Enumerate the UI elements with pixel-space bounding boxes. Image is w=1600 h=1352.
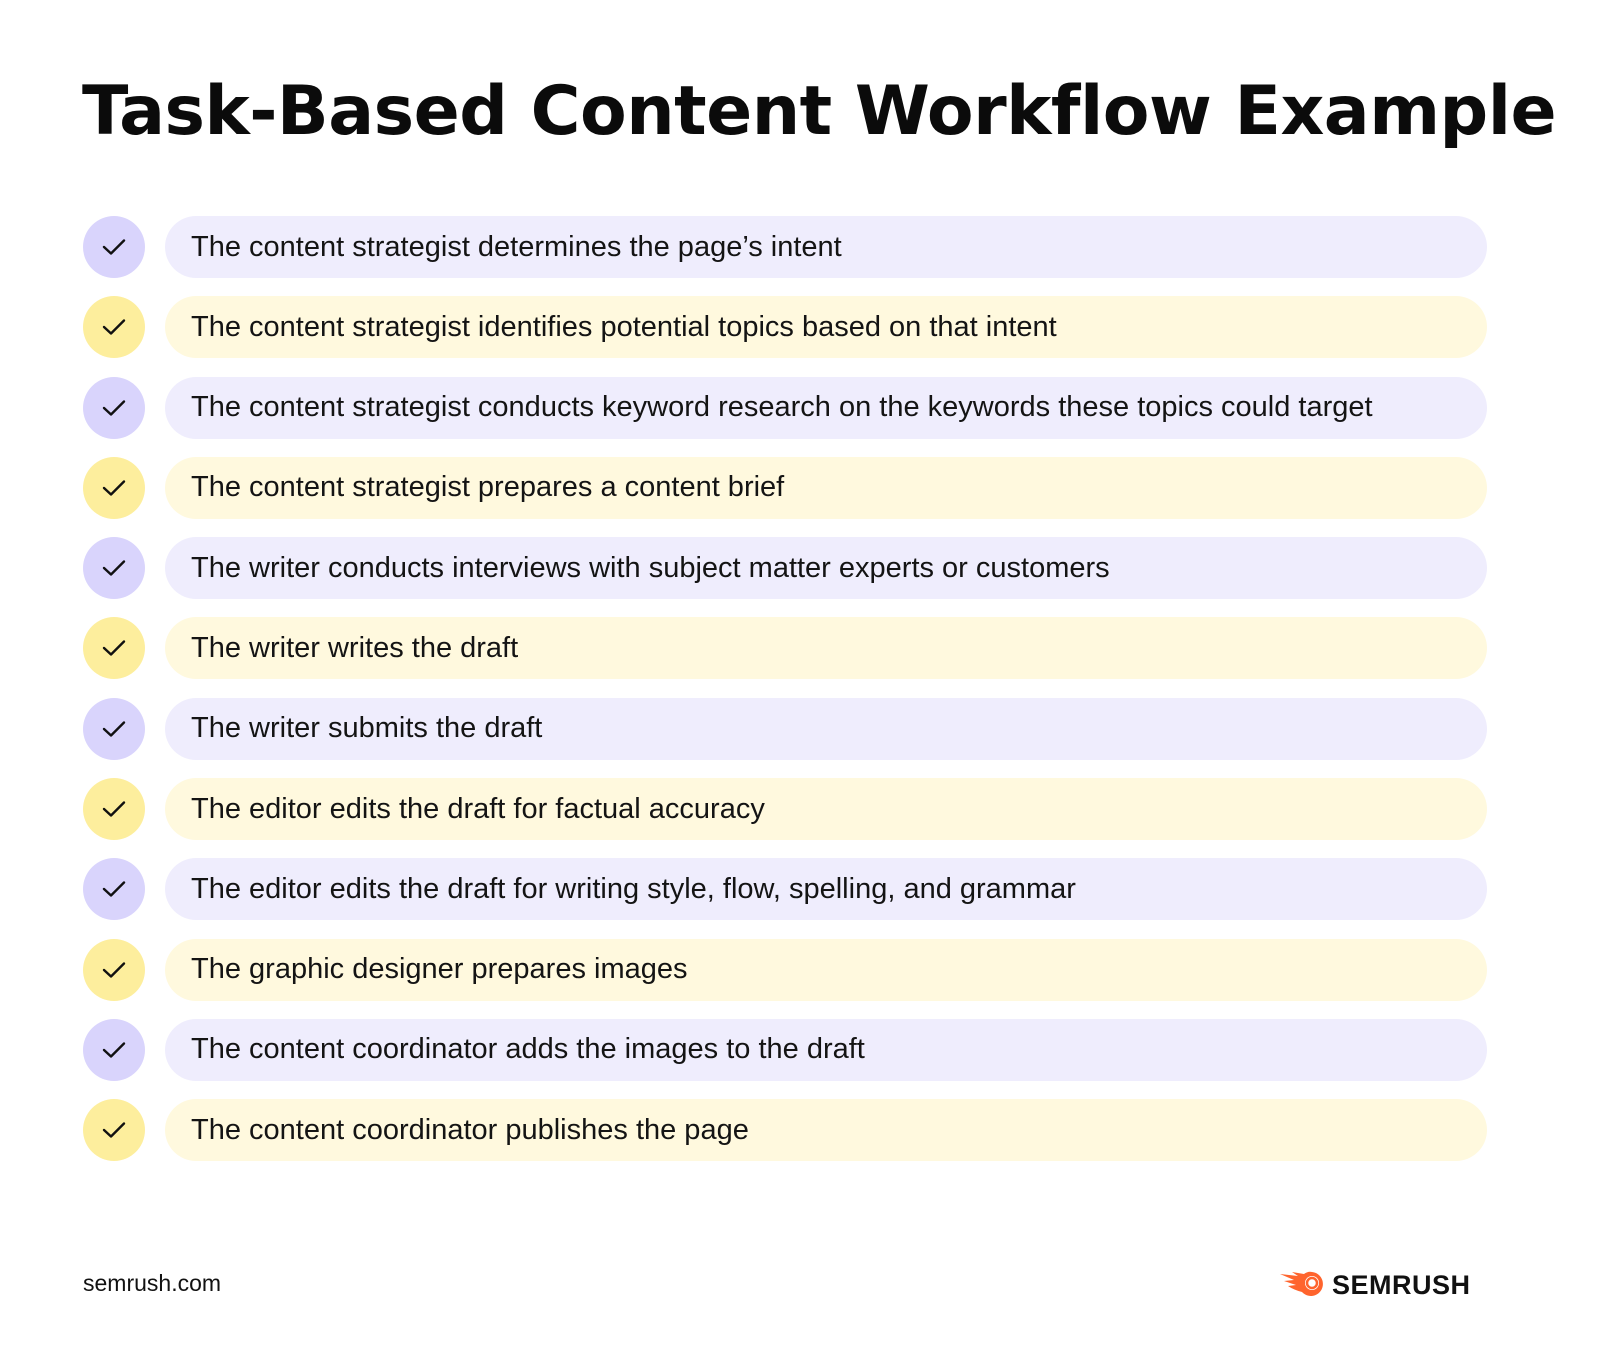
step-pill: The content strategist conducts keyword … bbox=[165, 376, 1487, 439]
check-circle bbox=[83, 1018, 145, 1081]
workflow-step-3: The content strategist conducts keyword … bbox=[83, 376, 1487, 439]
check-icon bbox=[102, 319, 126, 335]
check-icon bbox=[102, 721, 126, 737]
check-circle bbox=[83, 778, 145, 841]
workflow-step-10: The graphic designer prepares images bbox=[83, 938, 1487, 1001]
check-icon bbox=[102, 480, 126, 496]
check-circle bbox=[83, 376, 145, 439]
step-pill: The writer submits the draft bbox=[165, 697, 1487, 760]
step-text: The editor edits the draft for factual a… bbox=[191, 792, 765, 825]
workflow-step-9: The editor edits the draft for writing s… bbox=[83, 858, 1487, 921]
check-icon bbox=[102, 961, 126, 978]
check-icon bbox=[102, 239, 126, 255]
step-pill: The editor edits the draft for writing s… bbox=[165, 858, 1487, 921]
workflow-step-12: The content coordinator publishes the pa… bbox=[83, 1099, 1487, 1162]
check-icon bbox=[102, 1122, 126, 1138]
check-circle bbox=[83, 697, 145, 760]
step-pill: The writer conducts interviews with subj… bbox=[165, 537, 1487, 600]
step-pill: The content strategist identifies potent… bbox=[165, 296, 1487, 359]
check-icon bbox=[102, 640, 126, 657]
check-circle bbox=[83, 537, 145, 600]
step-pill: The content strategist determines the pa… bbox=[165, 216, 1487, 278]
check-circle bbox=[83, 617, 145, 680]
step-pill: The content coordinator publishes the pa… bbox=[165, 1099, 1487, 1162]
check-icon bbox=[102, 881, 126, 898]
step-text: The writer conducts interviews with subj… bbox=[191, 551, 1110, 584]
workflow-steps-list: The content strategist determines the pa… bbox=[83, 216, 1487, 1180]
workflow-step-4: The content strategist prepares a conten… bbox=[83, 456, 1487, 519]
semrush-fireball-icon bbox=[1278, 1268, 1326, 1303]
check-circle bbox=[83, 296, 145, 359]
check-circle bbox=[83, 858, 145, 921]
footer-site-url: semrush.com bbox=[83, 1270, 222, 1296]
check-icon bbox=[102, 560, 126, 576]
workflow-step-11: The content coordinator adds the images … bbox=[83, 1018, 1487, 1081]
step-pill: The editor edits the draft for factual a… bbox=[165, 778, 1487, 841]
step-pill: The graphic designer prepares images bbox=[165, 938, 1487, 1001]
step-text: The editor edits the draft for writing s… bbox=[191, 872, 1076, 905]
workflow-step-7: The writer submits the draft bbox=[83, 697, 1487, 760]
step-pill: The content coordinator adds the images … bbox=[165, 1018, 1487, 1081]
workflow-step-1: The content strategist determines the pa… bbox=[83, 216, 1487, 278]
check-icon bbox=[102, 1042, 126, 1058]
step-pill: The writer writes the draft bbox=[165, 617, 1487, 680]
workflow-step-2: The content strategist identifies potent… bbox=[83, 296, 1487, 359]
check-circle bbox=[83, 456, 145, 519]
workflow-step-8: The editor edits the draft for factual a… bbox=[83, 778, 1487, 841]
step-text: The content strategist identifies potent… bbox=[191, 310, 1057, 343]
step-text: The writer writes the draft bbox=[191, 631, 519, 664]
check-circle bbox=[83, 1099, 145, 1162]
step-text: The graphic designer prepares images bbox=[191, 953, 688, 986]
check-circle bbox=[83, 216, 145, 278]
check-circle bbox=[83, 938, 145, 1001]
workflow-step-5: The writer conducts interviews with subj… bbox=[83, 537, 1487, 600]
step-text: The content strategist determines the pa… bbox=[191, 230, 842, 263]
page-title: Task-Based Content Workflow Example bbox=[82, 72, 1557, 151]
check-icon bbox=[102, 399, 126, 416]
semrush-logo: SEMRUSH bbox=[1278, 1268, 1471, 1303]
step-text: The content coordinator publishes the pa… bbox=[191, 1113, 749, 1146]
semrush-wordmark: SEMRUSH bbox=[1332, 1270, 1471, 1300]
step-text: The content strategist prepares a conten… bbox=[191, 471, 785, 504]
step-pill: The content strategist prepares a conten… bbox=[165, 456, 1487, 519]
step-text: The content coordinator adds the images … bbox=[191, 1033, 865, 1066]
check-icon bbox=[102, 801, 126, 817]
step-text: The writer submits the draft bbox=[191, 712, 543, 745]
step-text: The content strategist conducts keyword … bbox=[191, 391, 1373, 424]
workflow-step-6: The writer writes the draft bbox=[83, 617, 1487, 680]
